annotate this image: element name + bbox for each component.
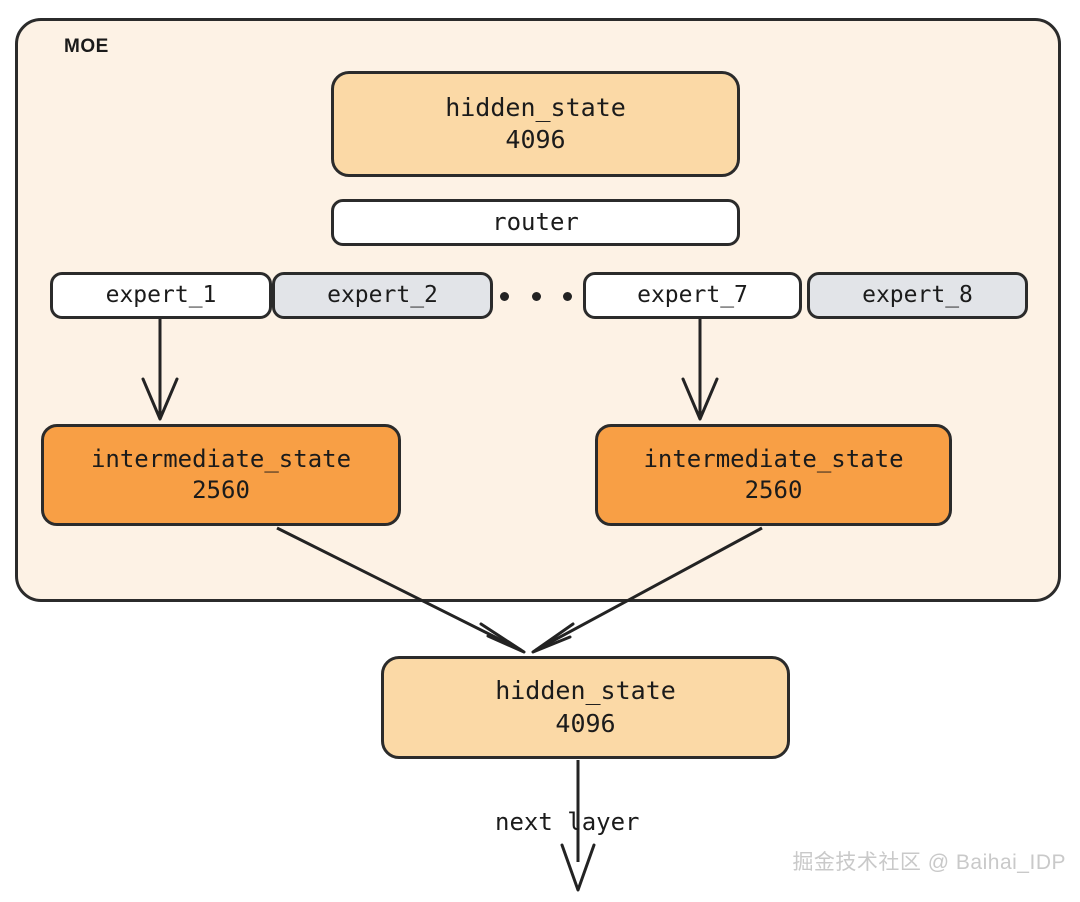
node-intermediate-state-left-name: intermediate_state xyxy=(90,444,352,473)
experts-ellipsis xyxy=(500,286,572,306)
node-expert-2-label: expert_2 xyxy=(327,281,438,308)
ellipsis-dot-icon xyxy=(531,291,541,301)
node-hidden-state-top-name: hidden_state xyxy=(445,92,626,122)
node-expert-7: expert_7 xyxy=(583,272,802,319)
moe-container-label: MOE xyxy=(64,36,109,57)
node-expert-8: expert_8 xyxy=(807,272,1028,319)
node-expert-1: expert_1 xyxy=(50,272,272,319)
node-hidden-state-bottom-size: 4096 xyxy=(555,708,616,738)
node-hidden-state-top: hidden_state 4096 xyxy=(331,71,740,177)
node-expert-7-label: expert_7 xyxy=(637,281,748,308)
node-intermediate-state-right-name: intermediate_state xyxy=(643,444,904,473)
node-intermediate-state-left-size: 2560 xyxy=(192,476,250,504)
next-layer-label: next layer xyxy=(495,808,640,836)
node-router: router xyxy=(331,199,740,246)
node-router-label: router xyxy=(492,207,579,236)
node-intermediate-state-right-size: 2560 xyxy=(744,476,803,504)
node-hidden-state-top-size: 4096 xyxy=(505,125,566,154)
node-hidden-state-bottom-name: hidden_state xyxy=(495,676,676,705)
node-expert-1-label: expert_1 xyxy=(105,281,217,308)
node-expert-8-label: expert_8 xyxy=(862,281,973,308)
watermark: 掘金技术社区 @ Baihai_IDP xyxy=(792,851,1066,874)
ellipsis-dot-icon xyxy=(500,291,509,301)
node-intermediate-state-right: intermediate_state 2560 xyxy=(595,424,952,526)
ellipsis-dot-icon xyxy=(563,291,572,301)
node-intermediate-state-left: intermediate_state 2560 xyxy=(41,424,401,526)
node-hidden-state-bottom: hidden_state 4096 xyxy=(381,656,790,759)
node-expert-2: expert_2 xyxy=(272,272,493,319)
